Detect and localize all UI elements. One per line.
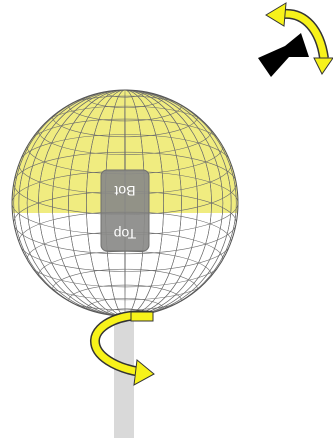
patch-label-top: Top: [114, 226, 137, 242]
longitude-line: [26, 90, 224, 316]
speaker-icon: [258, 33, 309, 77]
longitude-line: [13, 90, 237, 316]
longitude-line: [86, 90, 164, 316]
longitude-line: [68, 90, 182, 316]
longitude-line: [52, 90, 198, 316]
label-patch: Bot Top: [100, 169, 150, 252]
longitude-line: [18, 90, 232, 316]
longitude-line: [38, 90, 212, 316]
patch-label-bot: Bot: [114, 183, 135, 199]
curved-arrow-around-pole-icon: [90, 310, 155, 386]
curved-double-arrow-icon: [265, 2, 333, 75]
